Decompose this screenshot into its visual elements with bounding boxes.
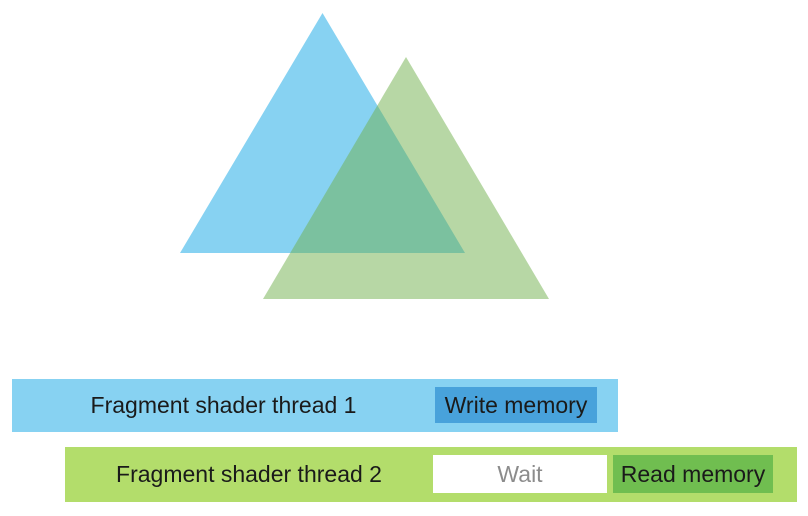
green-triangle — [263, 57, 549, 299]
thread2-label: Fragment shader thread 2 — [116, 461, 382, 487]
thread1-timeline-bar: Fragment shader thread 1 Write memory — [12, 379, 618, 432]
read-memory-label: Read memory — [620, 460, 766, 487]
wait-segment: Wait — [433, 455, 607, 493]
write-memory-label: Write memory — [444, 391, 588, 418]
overlapping-triangles-figure — [180, 13, 549, 299]
thread1-label: Fragment shader thread 1 — [90, 392, 357, 418]
read-memory-segment: Read memory — [613, 455, 773, 493]
wait-label: Wait — [497, 460, 543, 487]
write-memory-segment: Write memory — [435, 387, 597, 423]
thread2-timeline-bar: Fragment shader thread 2 Wait Read memor… — [65, 447, 797, 502]
